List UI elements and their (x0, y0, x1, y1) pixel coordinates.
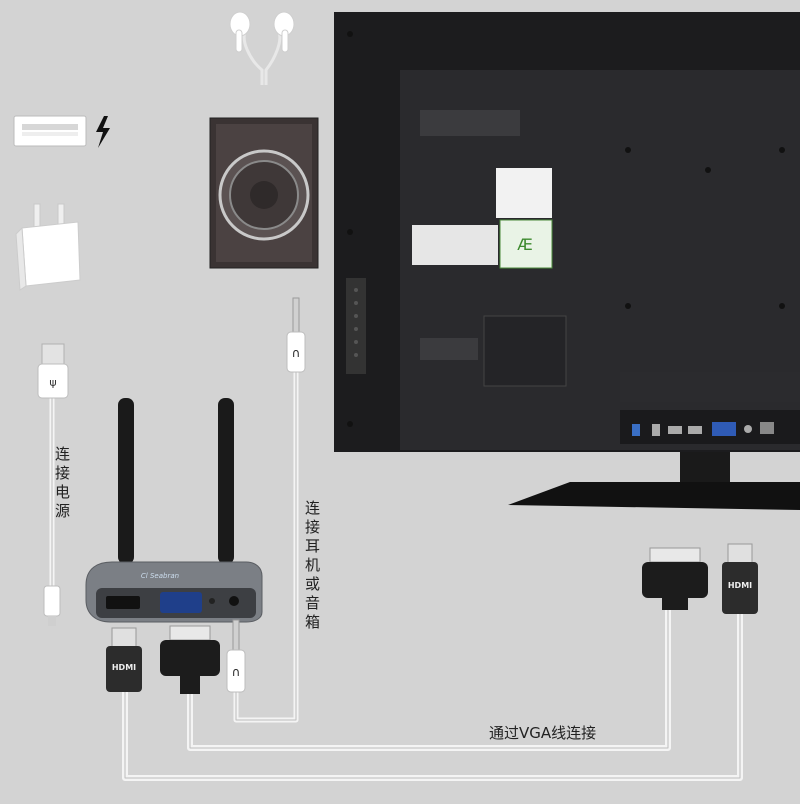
cables (49, 367, 743, 781)
vga-plug-icon (160, 547, 708, 694)
svg-text:∩: ∩ (232, 665, 241, 679)
svg-text:Cl Seabran: Cl Seabran (141, 572, 179, 580)
adapter-device: Cl Seabran (85, 561, 263, 623)
hdmi-label-left: HDMI (112, 663, 136, 672)
svg-text:∩: ∩ (292, 346, 301, 360)
hdmi-label-right: HDMI (728, 581, 752, 590)
lightning-icon (96, 116, 110, 148)
svg-text:ψ: ψ (49, 376, 56, 389)
tv-back: Æ (334, 12, 800, 510)
audio-label: 连接耳机或音箱 (303, 500, 321, 633)
vga-cable (187, 602, 671, 751)
audio-jack-icon: ∩ ∩ (226, 297, 306, 693)
speaker-icon (209, 117, 319, 269)
power-plug-icon (15, 203, 81, 291)
hdmi-cable (122, 609, 743, 781)
hdmi-plug-icon: HDMI HDMI (106, 543, 758, 692)
earphones-icon (229, 11, 295, 85)
usb-port-icon (13, 115, 87, 147)
power-label: 连接电源 (53, 446, 71, 522)
vga-label: 通过VGA线连接 (489, 724, 597, 742)
antennas (118, 398, 234, 564)
svg-text:Æ: Æ (517, 235, 533, 254)
usb-cable-icon: ψ (37, 343, 69, 626)
